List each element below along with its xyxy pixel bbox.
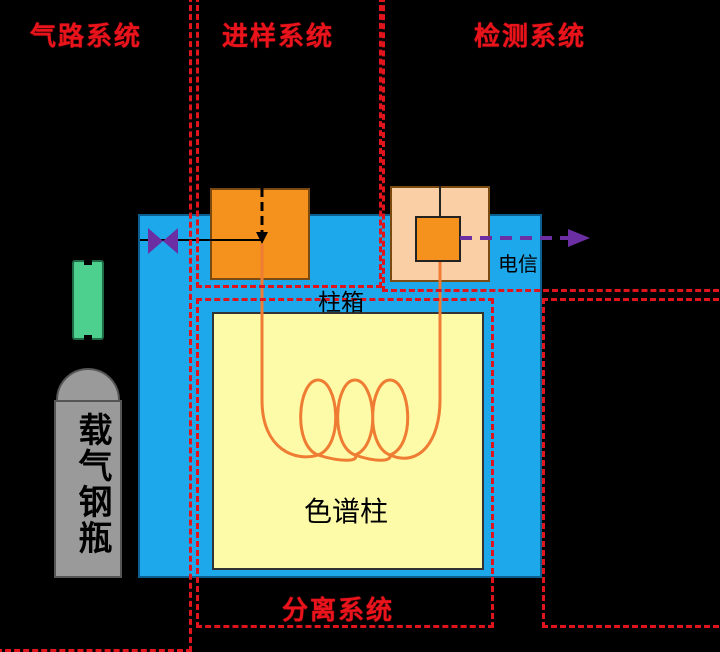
injection-system-title: 进样系统 <box>222 22 335 52</box>
injector-arrow <box>256 232 268 244</box>
valve-icon <box>148 228 163 254</box>
output-frame <box>542 298 720 628</box>
column-oven-label: 柱箱 <box>318 290 364 316</box>
cylinder-label: 载气钢瓶 <box>72 412 112 556</box>
gas-system-title: 气路系统 <box>30 22 143 52</box>
pressure-regulator <box>72 259 104 341</box>
injector-block <box>210 188 310 280</box>
detector-core <box>415 216 461 262</box>
injection-system-frame <box>196 0 382 288</box>
separation-system-frame <box>196 298 494 628</box>
detection-system-title: 检测系统 <box>474 22 587 52</box>
signal-arrow-head <box>568 229 590 247</box>
column-label: 色谱柱 <box>304 495 389 528</box>
carrier-gas-cylinder <box>54 400 122 578</box>
detection-system-frame <box>382 0 720 292</box>
separation-system-title: 分离系统 <box>282 596 395 626</box>
signal-label: 电信 <box>498 252 538 276</box>
column-coil <box>260 244 442 462</box>
